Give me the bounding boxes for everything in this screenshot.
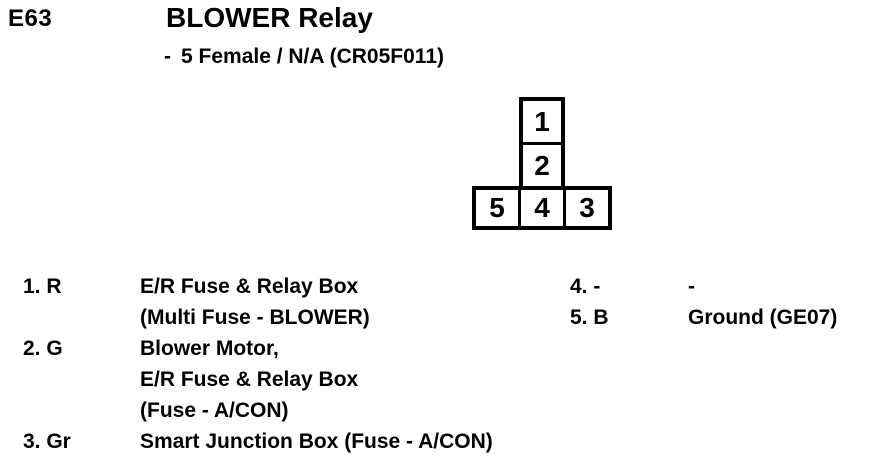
pin-label: 4. - xyxy=(570,275,601,298)
pin-description: E/R Fuse & Relay Box (Multi Fuse - BLOWE… xyxy=(140,271,370,333)
pin-label: 5. B xyxy=(570,306,609,329)
pin-label: 2. G xyxy=(23,337,63,360)
connector-pin-cell-5: 5 xyxy=(489,192,505,223)
pin-row-2: 2. G Blower Motor, E/R Fuse & Relay Box … xyxy=(23,333,493,426)
pin-description-line: Blower Motor, xyxy=(140,337,279,360)
pin-row-4: 4. - - xyxy=(570,271,837,302)
pin-description-line: Ground (GE07) xyxy=(688,306,838,329)
pin-description-line: E/R Fuse & Relay Box xyxy=(140,275,359,298)
pin-label: 1. R xyxy=(23,275,62,298)
pin-description-line: - xyxy=(688,275,695,298)
pin-list-right: 4. - - 5. B Ground (GE07) xyxy=(570,271,837,333)
pin-row-3: 3. Gr Smart Junction Box (Fuse - A/CON) xyxy=(23,426,493,457)
connector-pin-cell-4: 4 xyxy=(518,190,563,226)
connector-diagram-row: 5 4 3 xyxy=(472,186,612,230)
pin-description: Ground (GE07) xyxy=(688,302,837,333)
page-title: BLOWER Relay xyxy=(166,2,373,33)
connector-pin-cell-3: 3 xyxy=(563,190,608,226)
pin-description-line: E/R Fuse & Relay Box xyxy=(140,368,359,391)
subtitle-text: 5 Female / N/A (CR05F011) xyxy=(181,45,444,68)
pin-description: - xyxy=(688,271,695,302)
pin-row-1: 1. R E/R Fuse & Relay Box (Multi Fuse - … xyxy=(23,271,493,333)
subtitle-dash: - xyxy=(164,45,171,68)
connector-subtitle: - 5 Female / N/A (CR05F011) xyxy=(164,45,444,69)
connector-pin-cell-2: 2 xyxy=(534,149,550,181)
pin-description-line: (Multi Fuse - BLOWER) xyxy=(140,306,370,329)
connector-id: E63 xyxy=(8,5,53,32)
pin-label: 3. Gr xyxy=(23,430,71,453)
pin-description: Blower Motor, E/R Fuse & Relay Box (Fuse… xyxy=(140,333,358,426)
pin-row-5: 5. B Ground (GE07) xyxy=(570,302,837,333)
connector-pin-cell-1: 1 xyxy=(523,101,561,145)
pin-description-line: Smart Junction Box (Fuse - A/CON) xyxy=(140,430,493,453)
pin-description: Smart Junction Box (Fuse - A/CON) xyxy=(140,426,493,457)
connector-diagram-column: 1 2 xyxy=(519,97,565,186)
pin-description-line: (Fuse - A/CON) xyxy=(140,399,289,422)
pin-list-left: 1. R E/R Fuse & Relay Box (Multi Fuse - … xyxy=(23,271,493,457)
